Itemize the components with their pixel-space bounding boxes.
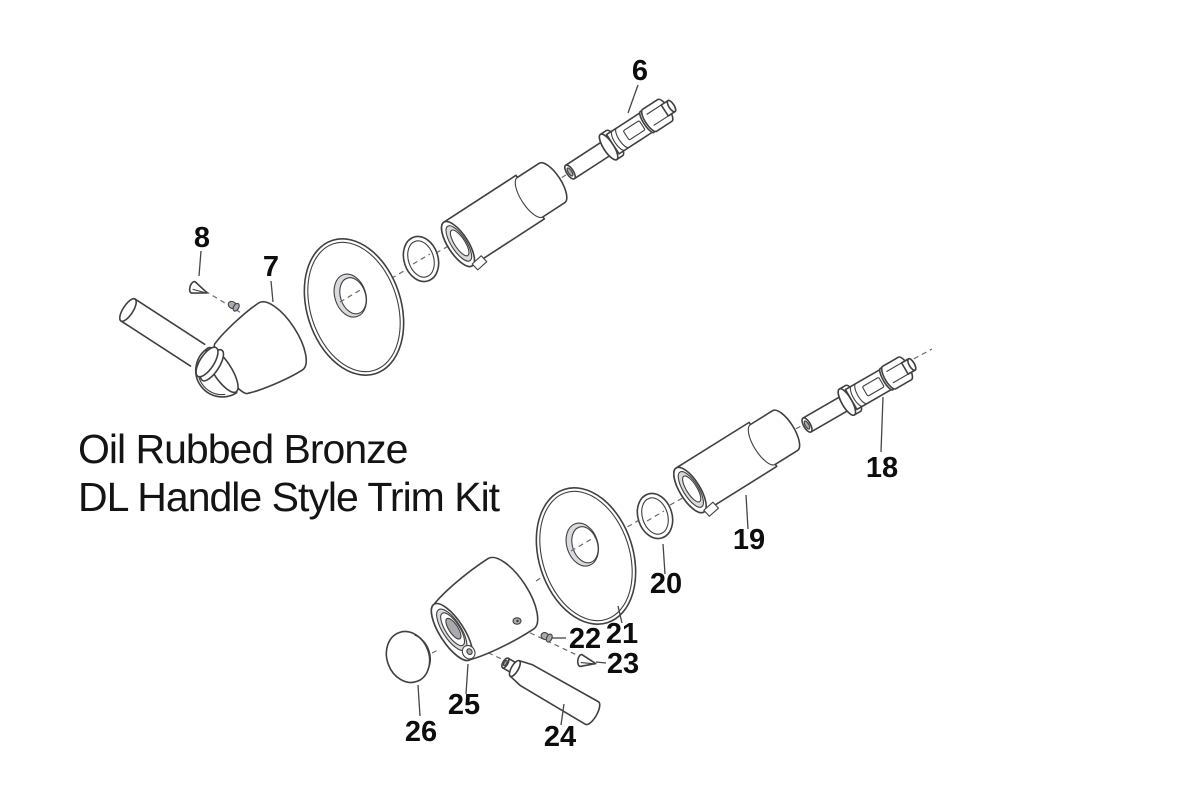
bottom-assembly-overlay-dashes bbox=[570, 510, 665, 552]
part-number-6: 6 bbox=[632, 55, 648, 87]
part-number-25: 25 bbox=[448, 689, 480, 721]
handle-collar bbox=[195, 346, 225, 382]
part-label-24: 24 bbox=[544, 703, 576, 753]
diagram-title: Oil Rubbed Bronze DL Handle Style Trim K… bbox=[78, 426, 502, 520]
stem-extension-part-6 bbox=[558, 91, 683, 188]
part-label-7: 7 bbox=[263, 251, 279, 303]
hub-set-screw bbox=[512, 617, 522, 625]
part-number-26: 26 bbox=[405, 716, 437, 748]
part-number-22: 22 bbox=[569, 623, 601, 655]
part-label-20: 20 bbox=[650, 543, 682, 600]
escutcheon-part-21 bbox=[518, 474, 654, 638]
sleeve-part-19 bbox=[666, 403, 811, 524]
diagram-title-line-2: DL Handle Style Trim Kit bbox=[78, 474, 501, 520]
cap-part-26 bbox=[385, 630, 431, 684]
bottom-assembly: 18 19 20 21 22 23 24 25 bbox=[385, 348, 933, 753]
handle-lever-part-24 bbox=[501, 657, 601, 726]
part-label-23: 23 bbox=[595, 648, 639, 680]
set-screw-plug-part-8 bbox=[187, 279, 211, 299]
stem-extension-part-18 bbox=[795, 349, 923, 441]
part-number-19: 19 bbox=[733, 524, 765, 556]
part-number-7: 7 bbox=[263, 251, 279, 283]
diagram-title-line-1: Oil Rubbed Bronze bbox=[78, 426, 407, 472]
part-label-18: 18 bbox=[866, 396, 898, 484]
part-number-8: 8 bbox=[194, 222, 210, 254]
part-label-6: 6 bbox=[627, 55, 648, 114]
escutcheon-part-top bbox=[286, 225, 422, 389]
top-assembly: 6 7 8 bbox=[118, 55, 683, 398]
part-label-19: 19 bbox=[733, 494, 765, 556]
part-label-25: 25 bbox=[448, 663, 480, 721]
handle-hub-part-25 bbox=[430, 556, 539, 662]
handle-assembly-part-7 bbox=[118, 297, 308, 398]
top-assembly-overlay-dashes bbox=[339, 253, 431, 303]
part-label-21: 21 bbox=[606, 605, 638, 650]
part-number-18: 18 bbox=[866, 452, 898, 484]
part-number-21: 21 bbox=[606, 618, 638, 650]
part-number-23: 23 bbox=[607, 648, 639, 680]
part-label-22: 22 bbox=[552, 623, 601, 655]
sleeve-part-top bbox=[434, 155, 578, 278]
screw-part-22 bbox=[539, 630, 554, 644]
part-number-24: 24 bbox=[544, 721, 576, 753]
handle-screw-top bbox=[225, 298, 242, 313]
part-number-20: 20 bbox=[650, 568, 682, 600]
handle-lever-top bbox=[118, 297, 206, 367]
part-label-26: 26 bbox=[405, 684, 437, 748]
set-screw-plug-part-23 bbox=[576, 653, 598, 670]
part-label-8: 8 bbox=[194, 222, 210, 277]
